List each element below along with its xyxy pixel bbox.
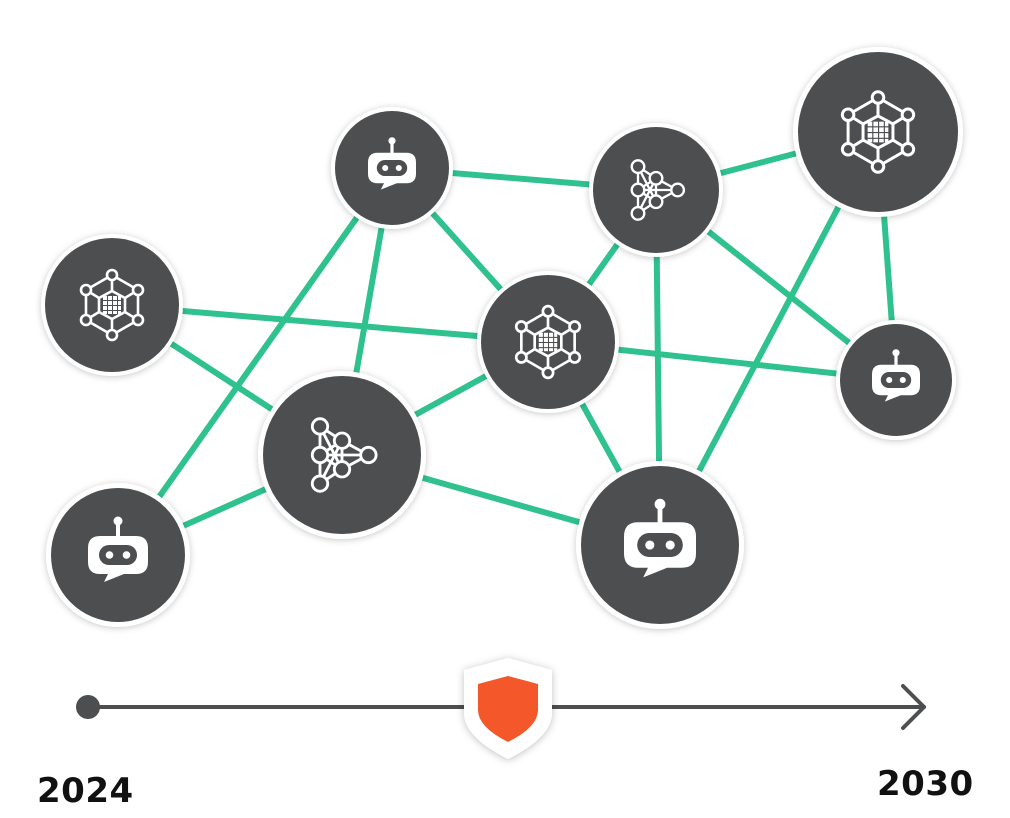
network-node [41,234,183,376]
timeline-end-year: 2030 [877,764,974,804]
shield-marker [464,658,552,759]
network-node [836,320,956,440]
timeline [76,658,926,759]
shield-icon [478,676,538,742]
network-node [576,461,744,629]
network-node [331,107,453,229]
network-node [46,483,190,627]
network-nodes [41,47,963,629]
network-node [477,271,619,413]
network-node [793,47,963,217]
connection-line [109,302,551,345]
timeline-start-dot [76,695,100,719]
timeline-start-year: 2024 [37,771,134,811]
timeline-arrow-icon [901,684,926,730]
connection-line [115,165,395,558]
network-node [589,123,723,257]
network-node [258,371,426,539]
